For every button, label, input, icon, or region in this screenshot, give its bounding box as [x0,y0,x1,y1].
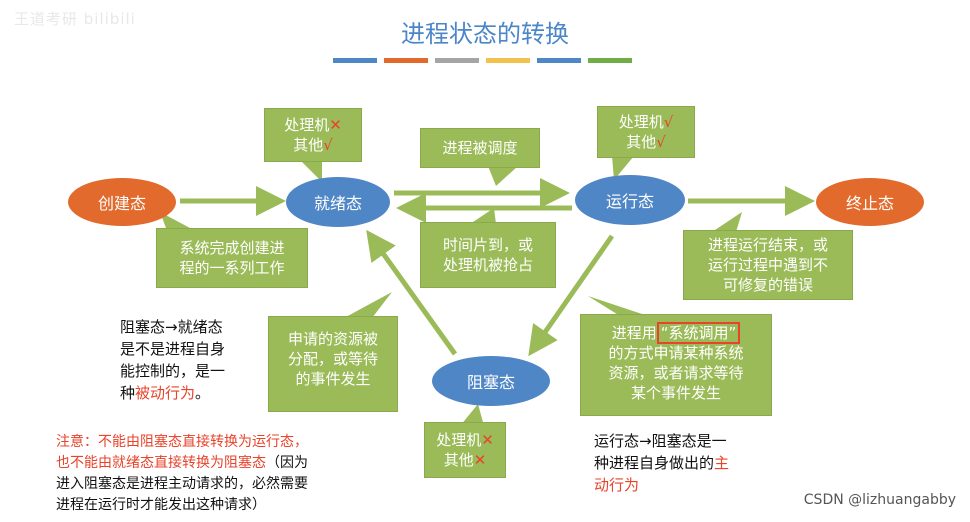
callout-timeslice: 时间片到，或 处理机被抢占 [420,222,556,288]
block-line4: 某个事件发生 [630,384,721,402]
note-passive: 阻塞态→就绪态 是不是进程自身 能控制的，是一 种被动行为。 [120,316,225,404]
title-color-bar [333,58,377,63]
running-res-line1: 处理机√ [618,113,674,131]
block-line3: 资源，或者请求等待 [608,364,744,382]
tail-block [588,296,648,316]
callout-terminate: 进程运行结束，或 运行过程中遇到不 可修复的错误 [683,230,853,300]
tail-create-done [160,212,190,228]
callout-blocked-resources: 处理机✕ 其他✕ [424,422,506,478]
logo: 王道考研 bilibili [14,10,136,28]
timeslice-line2: 处理机被抢占 [442,256,533,274]
tail-ready-res [300,160,322,182]
tail-running-res [612,156,634,180]
cross-icon: ✕ [473,451,487,469]
ready-res-line2: 其他√ [293,136,333,154]
running-res-line2: 其他√ [626,133,666,151]
active-line3: 动行为 [594,476,640,494]
check-icon: √ [663,113,674,131]
syscall-highlight: “系统调用” [656,322,741,344]
passive-line3: 能控制的，是一 [120,362,226,380]
callout-create-done: 系统完成创建进 程的一系列工作 [156,228,308,288]
state-running-label: 运行态 [605,192,654,211]
title-color-bar [537,58,581,63]
tail-terminate [712,212,742,232]
wake-line1: 申请的资源被 [287,330,378,348]
cross-icon: ✕ [329,116,342,134]
warning-line4: 进程在运行时才能发出这种请求） [56,497,266,513]
state-blocked: 阻塞态 [432,356,550,406]
state-create: 创建态 [68,178,176,226]
tail-scheduled [488,166,518,186]
active-line2: 种进程自身做出的主 [594,454,730,472]
wake-line3: 的事件发生 [295,370,371,388]
warning-line2: 也不能由就绪态直接转换为阻塞态（因为 [56,455,308,471]
create-done-line2: 程的一系列工作 [179,259,285,277]
block-line2: 的方式申请某种系统 [608,344,744,362]
arrow-blocked-to-ready [366,229,458,356]
check-icon: √ [656,133,666,151]
arrow-running-to-blocked [528,234,615,357]
state-create-label: 创建态 [97,194,146,213]
note-active: 运行态→阻塞态是一 种进程自身做出的主 动行为 [594,430,729,496]
callout-scheduled: 进程被调度 [420,128,540,168]
timeslice-line1: 时间片到，或 [442,236,533,254]
ready-res-line1: 处理机✕ [284,116,342,134]
state-blocked-label: 阻塞态 [466,373,515,392]
tail-wake [344,292,392,318]
create-done-line1: 系统完成创建进 [179,239,285,257]
state-ready-label: 就绪态 [313,194,362,213]
state-ready: 就绪态 [286,177,390,227]
passive-line1: 阻塞态→就绪态 [120,318,223,336]
warning-line3: 进入阻塞态是进程主动请求的，必然需要 [56,476,308,492]
state-terminated-label: 终止态 [845,194,894,213]
warning-line1: 注意：不能由阻塞态直接转换为运行态， [56,434,308,450]
passive-line2: 是不是进程自身 [120,340,226,358]
tail-blocked-res [460,404,484,426]
title-color-bar [486,58,530,63]
note-warning: 注意：不能由阻塞态直接转换为运行态， 也不能由就绪态直接转换为阻塞态（因为 进入… [56,432,308,516]
title-color-bar [384,58,428,63]
title-color-bar [588,58,632,63]
terminate-line3: 可修复的错误 [722,276,813,294]
terminate-line2: 运行过程中遇到不 [707,256,828,274]
page-title: 进程状态的转换 [401,20,569,48]
state-running: 运行态 [575,175,685,225]
passive-line4: 种被动行为。 [120,384,211,402]
terminate-line1: 进程运行结束，或 [707,236,828,254]
title-color-bars [333,58,633,63]
watermark: CSDN @lizhuangabby [803,492,956,508]
wake-line2: 分配，或等待 [287,350,378,368]
title-color-bar [435,58,479,63]
callout-block: 进程用“系统调用” 的方式申请某种系统 资源，或者请求等待 某个事件发生 [580,314,772,416]
callout-wake: 申请的资源被 分配，或等待 的事件发生 [268,316,398,412]
blocked-res-line2: 其他✕ [443,451,487,469]
check-icon: √ [323,136,333,154]
blocked-res-line1: 处理机✕ [436,431,494,449]
active-line1: 运行态→阻塞态是一 [594,432,727,450]
tail-timeslice [470,208,496,224]
cross-icon: ✕ [481,431,494,449]
callout-ready-resources: 处理机✕ 其他√ [264,108,362,162]
scheduled-text: 进程被调度 [442,139,518,157]
block-line1: 进程用“系统调用” [581,322,771,344]
state-terminated: 终止态 [816,178,924,226]
callout-running-resources: 处理机√ 其他√ [597,106,695,158]
